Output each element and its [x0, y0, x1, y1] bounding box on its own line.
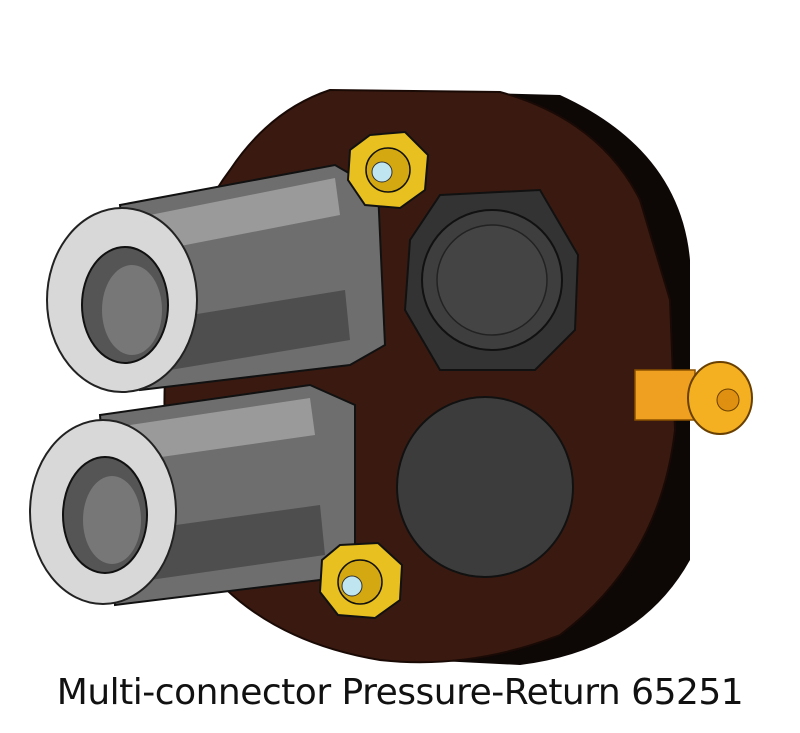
lower-plug [396, 396, 574, 578]
upper-fitting [46, 163, 387, 393]
lower-fitting [29, 383, 356, 607]
upper-nut [346, 130, 430, 210]
caption: Multi-connector Pressure-Return 65251 [56, 672, 744, 713]
side-pin [634, 361, 753, 435]
upper-plug [403, 188, 580, 371]
lower-nut [318, 541, 404, 620]
